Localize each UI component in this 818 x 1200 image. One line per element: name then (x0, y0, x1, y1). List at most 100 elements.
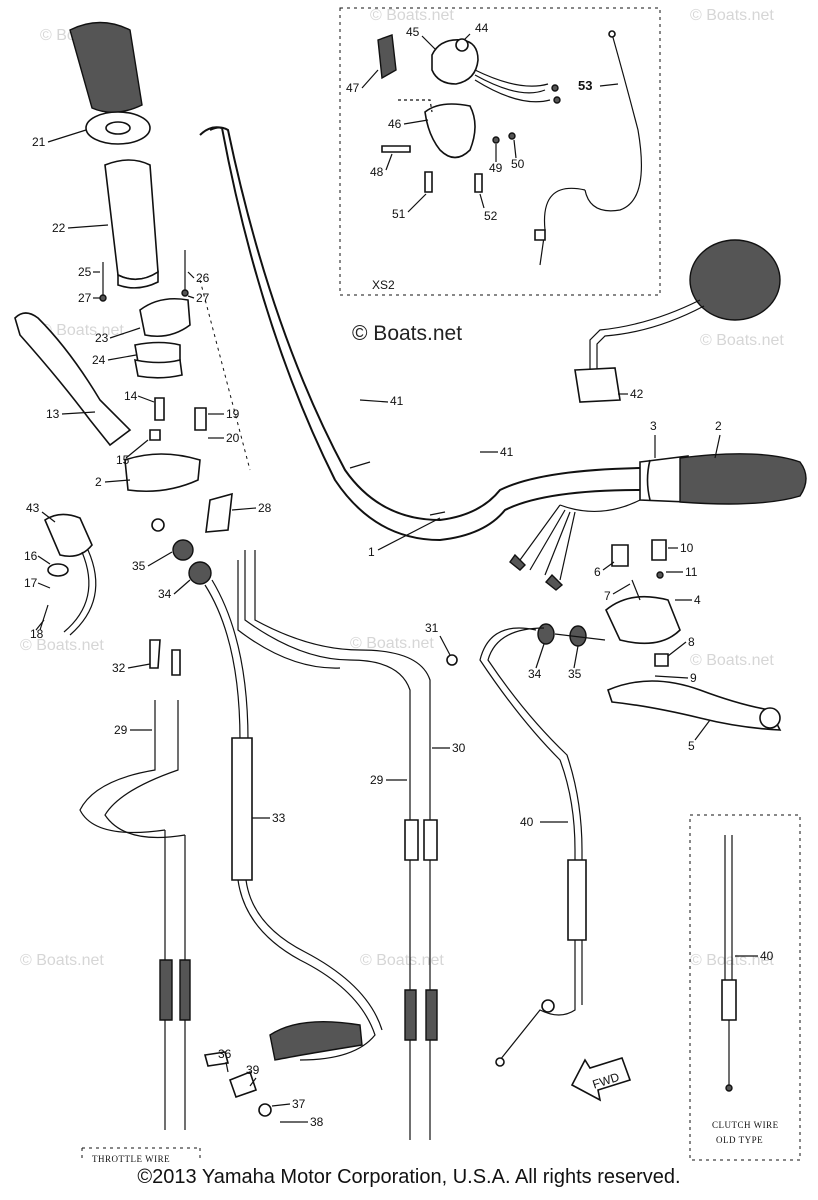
callout: 40 (520, 815, 568, 829)
callout-label: 36 (218, 1047, 232, 1061)
callout: 15 (116, 439, 149, 467)
watermark-main: © Boats.net (352, 322, 462, 345)
callout-label: 4 (694, 593, 701, 607)
callout-label: 23 (95, 331, 109, 345)
callout-label: 45 (406, 25, 420, 39)
watermark: © Boats.net (20, 637, 104, 654)
watermark: © Boats.net (350, 635, 434, 652)
callout: 49 (489, 144, 503, 175)
callout: 28 (231, 501, 272, 515)
callouts: 1 2 2 3 4 5 6 7 8 9 10 11 13 14 15 16 17… (24, 21, 774, 1129)
callout: 22 (52, 221, 109, 235)
callout-label: 15 (116, 453, 130, 467)
callout: 2 (95, 475, 131, 489)
callout: 27 (187, 291, 210, 305)
callout: 14 (124, 389, 155, 403)
callout-label: 2 (715, 419, 722, 433)
callout: 5 (688, 719, 711, 753)
watermark: © Boats.net (700, 332, 784, 349)
callout: 53 (578, 78, 619, 93)
callout: 31 (425, 621, 451, 656)
callout-label: 29 (370, 773, 384, 787)
callout: 51 (392, 193, 427, 221)
copyright-notice: ©2013 Yamaha Motor Corporation, U.S.A. A… (137, 1166, 681, 1188)
callout-label: 40 (760, 949, 774, 963)
callout-label: 21 (32, 135, 46, 149)
callout-label: 9 (690, 671, 697, 685)
callout-label: 31 (425, 621, 439, 635)
callout-label: 33 (272, 811, 286, 825)
throttle-old-caption: THROTTLE WIRE (81, 1147, 201, 1162)
callout: 43 (26, 501, 56, 523)
callout: 23 (95, 327, 141, 345)
callout-label: 38 (310, 1115, 324, 1129)
callout-label: 26 (196, 271, 210, 285)
callout: 41 (480, 445, 514, 459)
callout: 30 (432, 741, 466, 755)
callout-label: 35 (568, 667, 582, 681)
clutch-caption-1: CLUTCH WIRE (712, 1120, 779, 1130)
callout-label: 28 (258, 501, 272, 515)
left-switch (39, 513, 97, 636)
callout-label: 43 (26, 501, 40, 515)
callout: 18 (30, 619, 45, 641)
callout-label: 3 (650, 419, 657, 433)
callout: 1 (368, 517, 441, 559)
left-grip (69, 21, 159, 289)
callout: 7 (604, 583, 631, 603)
callout: 44 (463, 21, 489, 41)
callout-label: 30 (452, 741, 466, 755)
callout: 27 (78, 291, 100, 305)
callout: 47 (346, 69, 379, 95)
callout-label: 51 (392, 207, 406, 221)
watermark: © Boats.net (690, 7, 774, 24)
callout-label: 17 (24, 576, 38, 590)
callout-label: 6 (594, 565, 601, 579)
callout: 38 (300, 1115, 324, 1129)
callout-label: 35 (132, 559, 146, 573)
callout-label: 13 (46, 407, 60, 421)
callout: 40 (735, 949, 774, 963)
throttle-caption-1: THROTTLE WIRE (92, 1154, 170, 1162)
callout: 20 (208, 431, 240, 445)
callout-label: 27 (196, 291, 210, 305)
callout-label: 39 (246, 1063, 260, 1077)
callout-label: 27 (78, 291, 92, 305)
callout: 39 (246, 1063, 260, 1087)
callout: 13 (46, 407, 96, 421)
callout-label: 34 (158, 587, 172, 601)
throttle-cables (79, 639, 191, 1130)
clutch-old-inset: CLUTCH WIRE OLD TYPE (689, 814, 801, 1161)
watermark: © Boats.net (40, 322, 124, 339)
center-cables (151, 518, 458, 1140)
callout: 21 (32, 129, 87, 149)
callout-label: 40 (520, 815, 534, 829)
callout-label: 14 (124, 389, 138, 403)
callout-label: 41 (390, 394, 404, 408)
callout: 29 (370, 773, 407, 787)
callout-label: 42 (630, 387, 644, 401)
callout-label: 16 (24, 549, 38, 563)
callout: 29 (114, 723, 152, 737)
clutch-caption-2: OLD TYPE (716, 1135, 763, 1145)
callout: 37 (271, 1097, 306, 1111)
callout-label: 1 (368, 545, 375, 559)
callout-label: 49 (489, 161, 503, 175)
callout-label: 2 (95, 475, 102, 489)
callout: 8 (667, 635, 695, 657)
parts-diagram: © Boats.net © Boats.net © Boats.net © Bo… (14, 7, 807, 1162)
watermark: © Boats.net (690, 652, 774, 669)
watermark: © Boats.net (370, 7, 454, 24)
callout-label: 7 (604, 589, 611, 603)
callout-label: 37 (292, 1097, 306, 1111)
xs2-inset: XS2 (339, 7, 661, 296)
callout: 52 (479, 193, 498, 223)
callout: 4 (675, 593, 701, 607)
callout-label: 32 (112, 661, 126, 675)
callout-label: 20 (226, 431, 240, 445)
callout: 19 (208, 407, 240, 421)
callout: 25 (78, 265, 100, 279)
callout-label: 48 (370, 165, 384, 179)
handlebar (199, 126, 641, 542)
callout: 41 (359, 394, 404, 408)
